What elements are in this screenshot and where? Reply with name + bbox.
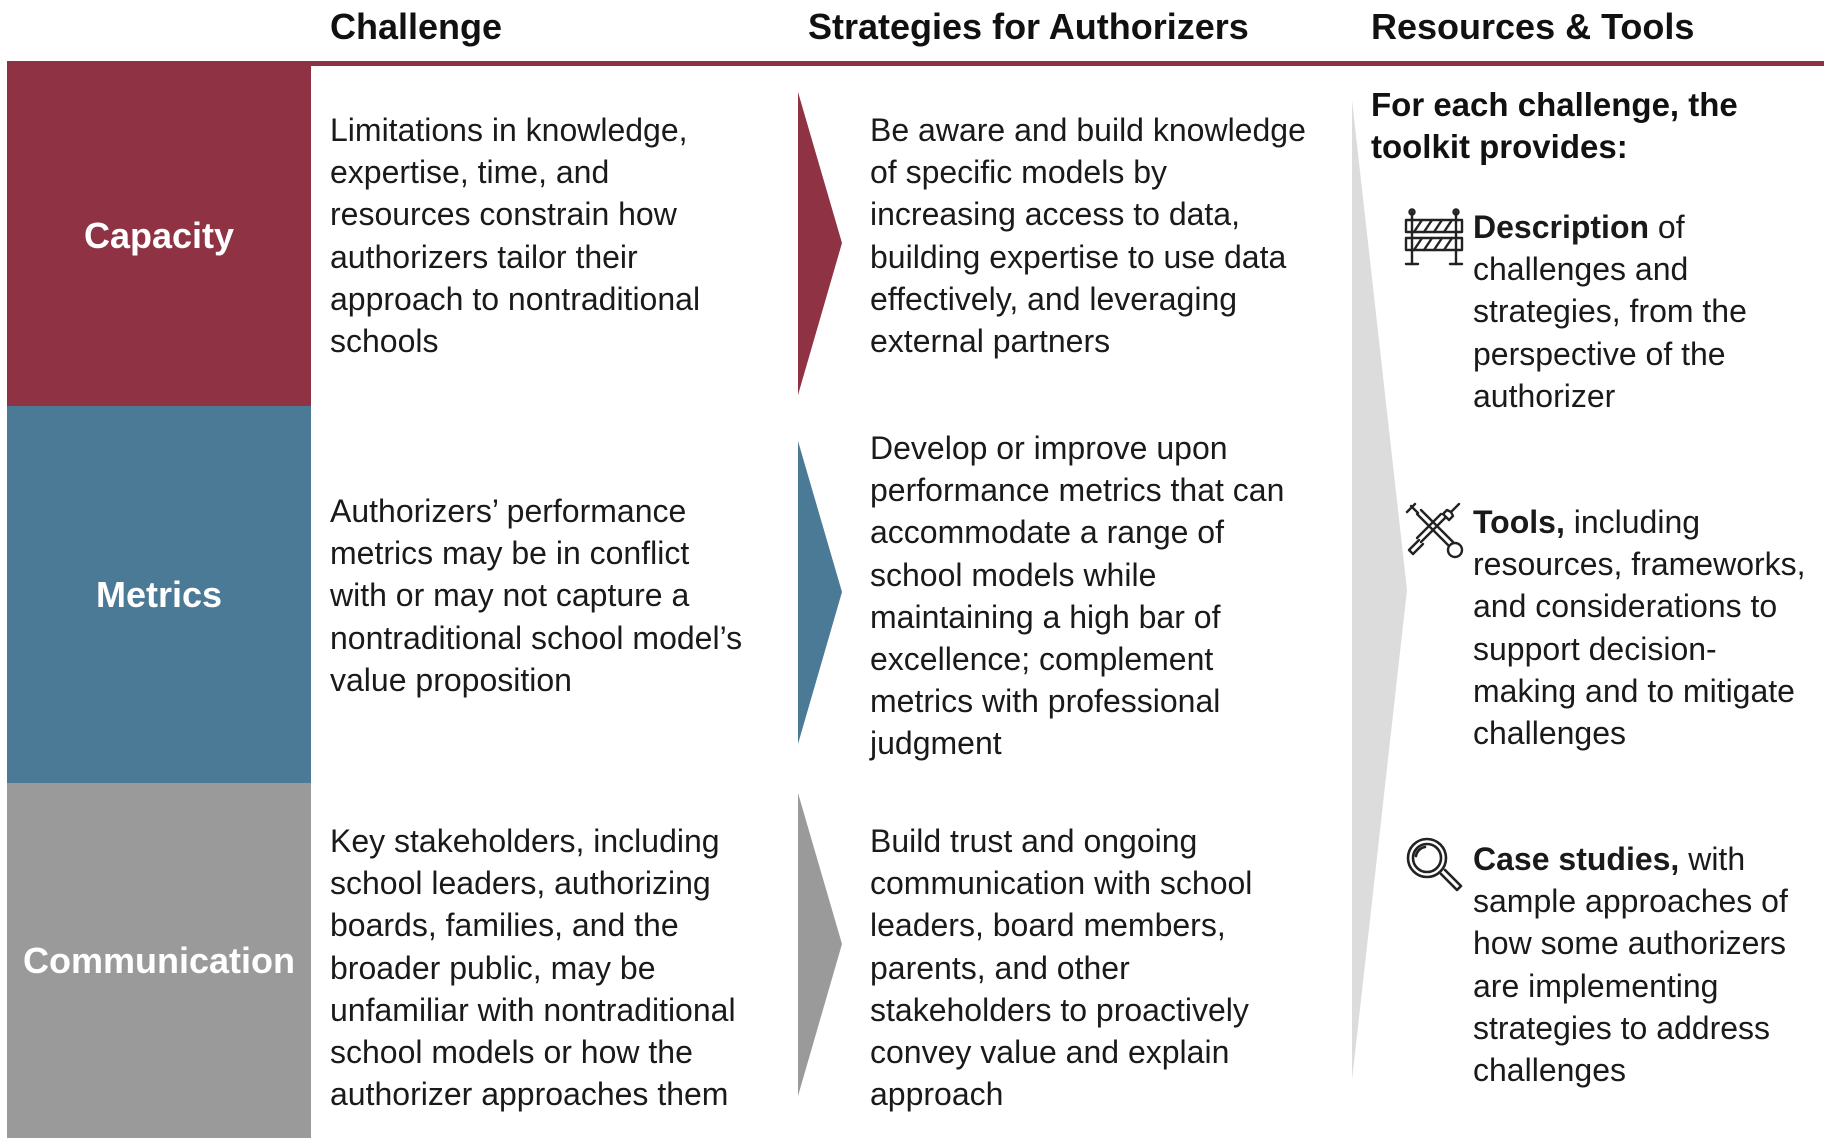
row-label-communication: Communication [7,783,311,1138]
text-line: toolkit provides: [1371,128,1628,165]
text-line: resources, frameworks, [1473,546,1806,583]
text-line: boards, families, and the [330,907,679,944]
resource-item-title: Description [1473,209,1650,245]
text-line: of specific models by [870,154,1168,191]
text-line: school models while [870,556,1157,593]
chevron-arrow-capacity [798,92,842,395]
text-line: Case studies, with [1473,838,1843,880]
text-line: performance metrics that can [870,472,1285,509]
text-line: and considerations to [1473,588,1778,625]
text-line: school models or how the [330,1034,693,1071]
row-label-text: Capacity [83,215,235,256]
text-line: building expertise to use data [870,238,1287,275]
text-line: Key stakeholders, including [330,823,720,859]
row-label-capacity: Capacity [7,66,311,406]
text-line: parents, and other [870,949,1130,986]
text-line: leaders, board members, [870,907,1226,944]
text-line: Build trust and ongoing [870,823,1198,859]
text-line: making and to mitigate [1473,672,1795,709]
resource-item-rest: including [1564,504,1701,540]
text-line: authorizers tailor their [330,238,638,275]
text-line: authorizer [1473,377,1616,414]
row-label-text: Metrics [95,573,223,615]
barrier-icon [1404,208,1464,266]
text-line: strategies to address [1473,1009,1771,1046]
text-line: judgment [870,725,1002,762]
challenge-text-capacity: Limitations in knowledge, expertise, tim… [330,109,790,362]
text-line: stakeholders to proactively [870,991,1249,1028]
resource-item-rest: with [1679,841,1746,877]
text-line: nontraditional school model’s [330,619,743,656]
resource-item-rest: of [1649,209,1685,245]
text-line: support decision- [1473,630,1717,667]
text-line: authorizer approaches them [330,1076,729,1113]
challenge-text-metrics: Authorizers’ performance metrics may be … [330,490,790,701]
text-line: excellence; complement [870,641,1214,678]
text-line: value proposition [330,661,572,698]
row-label-text: Communication [22,939,295,981]
text-line: For each challenge, the [1371,86,1738,123]
text-line: metrics with professional [870,683,1221,720]
text-line: schools [330,323,439,360]
text-line: unfamiliar with nontraditional [330,991,736,1028]
text-line: school leaders, authorizing [330,865,711,902]
resource-item-title: Tools, [1473,504,1565,540]
text-line: how some authorizers [1473,925,1787,962]
header-rule [7,61,1824,66]
resources-arrow [1352,100,1407,1080]
text-line: Limitations in knowledge, [330,112,688,148]
tools-icon [1405,502,1464,559]
column-header-strategies: Strategies for Authorizers [808,6,1249,47]
text-line: increasing access to data, [870,196,1240,233]
text-line: are implementing [1473,967,1719,1004]
text-line: Tools, including [1473,501,1843,543]
text-line: with or may not capture a [330,577,690,614]
text-line: convey value and explain [870,1034,1230,1071]
resource-item-case-studies: Case studies, with sample approaches of … [1473,838,1843,1091]
text-line: challenges and [1473,251,1689,288]
text-line: challenges [1473,715,1626,752]
text-line: approach [870,1076,1004,1113]
resource-item-tools: Tools, including resources, frameworks, … [1473,501,1843,754]
chevron-arrow-metrics [798,441,842,744]
text-line: metrics may be in conflict [330,535,690,572]
column-header-challenge: Challenge [330,6,503,47]
text-line: resources constrain how [330,196,677,233]
text-line: Develop or improve upon [870,430,1228,466]
text-line: accommodate a range of [870,514,1224,551]
text-line: external partners [870,323,1111,360]
text-line: broader public, may be [330,949,656,986]
text-line: perspective of the [1473,335,1726,372]
challenge-text-communication: Key stakeholders, including school leade… [330,820,790,1115]
text-line: maintaining a high bar of [870,598,1221,635]
resource-item-title: Case studies, [1473,841,1680,877]
text-line: strategies, from the [1473,293,1747,330]
resource-item-description: Description of challenges and strategies… [1473,206,1843,417]
text-line: approach to nontraditional [330,280,701,317]
text-line: Description of [1473,206,1843,248]
column-header-resources: Resources & Tools [1371,6,1695,47]
strategy-text-capacity: Be aware and build knowledge of specific… [870,109,1350,362]
text-line: Authorizers’ performance [330,493,687,529]
chevron-arrow-communication [798,793,842,1096]
magnifier-icon [1406,837,1463,892]
row-label-metrics: Metrics [7,406,311,783]
text-line: challenges [1473,1052,1626,1089]
text-line: expertise, time, and [330,154,610,191]
text-line: Be aware and build knowledge [870,112,1306,148]
text-line: communication with school [870,865,1253,902]
strategy-text-communication: Build trust and ongoing communication wi… [870,820,1350,1115]
strategy-text-metrics: Develop or improve upon performance metr… [870,427,1350,765]
text-line: sample approaches of [1473,883,1788,920]
resources-intro: For each challenge, the toolkit provides… [1371,84,1801,168]
text-line: effectively, and leveraging [870,280,1238,317]
